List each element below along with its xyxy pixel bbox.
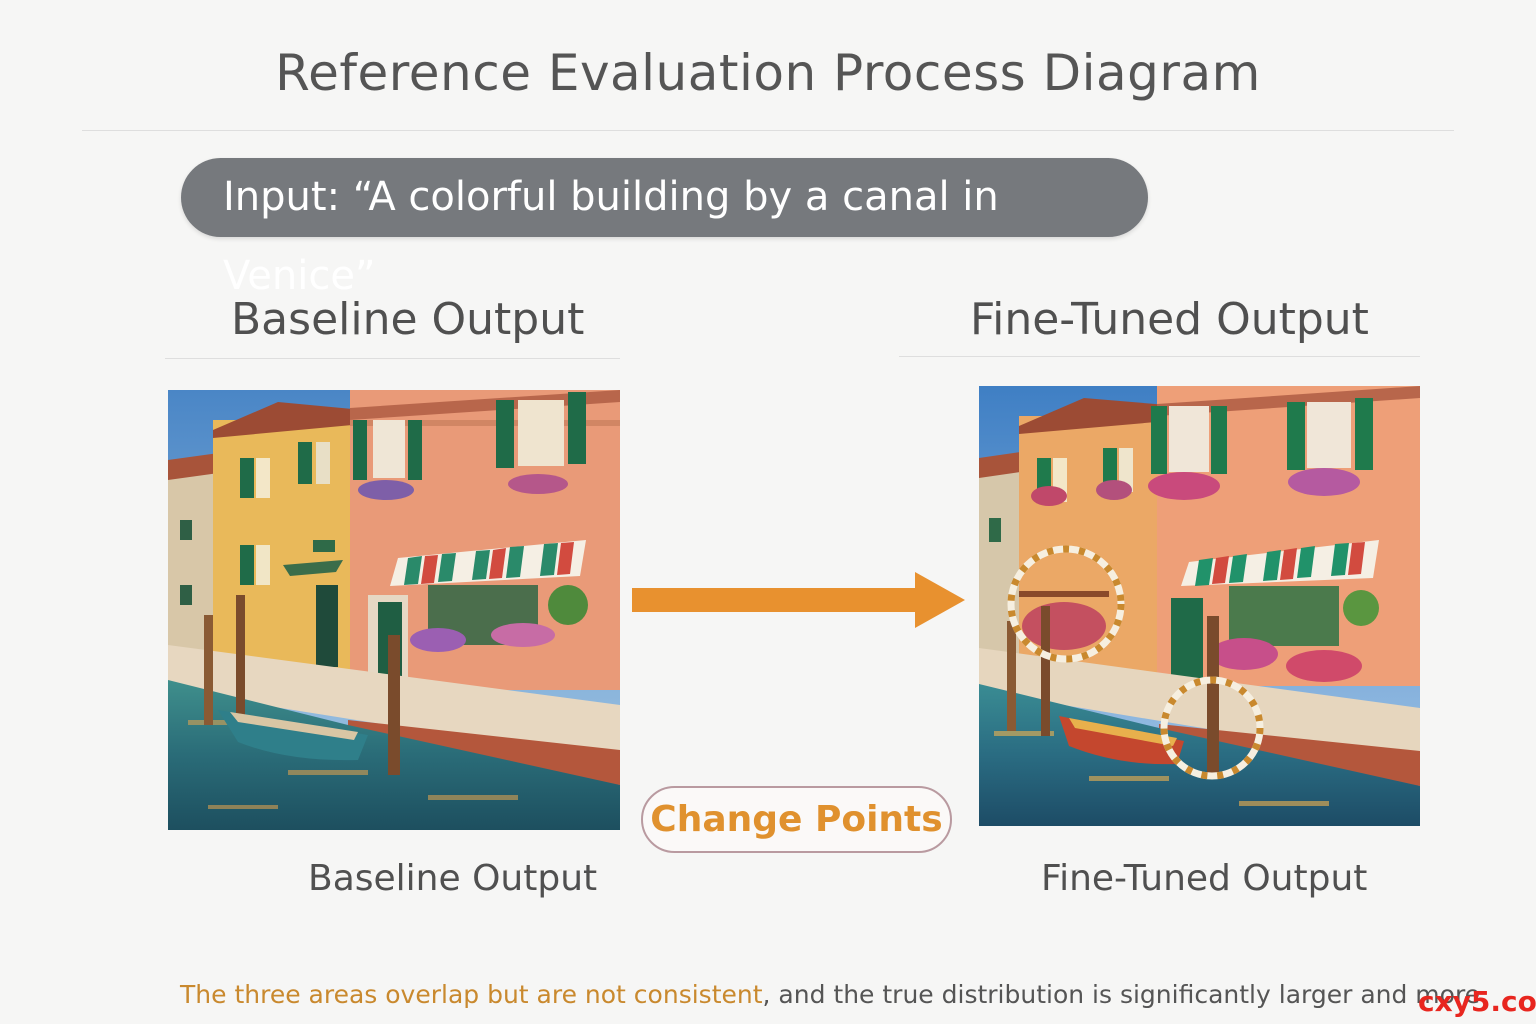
baseline-caption: Baseline Output	[308, 858, 598, 899]
baseline-heading: Baseline Output	[231, 294, 585, 345]
watermark: cxy5.com	[1418, 985, 1536, 1018]
input-prompt-pill: Input: “A colorful building by a canal i…	[181, 158, 1148, 299]
fine-tuned-heading: Fine-Tuned Output	[970, 294, 1369, 345]
baseline-output-image	[168, 390, 620, 830]
title-divider	[82, 130, 1454, 131]
footer-note: The three areas overlap but are not cons…	[180, 980, 1480, 1009]
footer-highlight: The three areas overlap but are not cons…	[180, 980, 763, 1009]
baseline-heading-divider	[165, 358, 620, 359]
right-arrow-icon	[632, 572, 965, 628]
fine-tuned-output-image	[979, 386, 1420, 826]
footer-rest: , and the true distribution is significa…	[762, 980, 1481, 1009]
diagram-title: Reference Evaluation Process Diagram	[275, 44, 1261, 102]
fine-tuned-heading-divider	[899, 356, 1420, 357]
change-points-label: Change Points	[641, 786, 952, 853]
fine-tuned-caption: Fine-Tuned Output	[1041, 858, 1368, 899]
